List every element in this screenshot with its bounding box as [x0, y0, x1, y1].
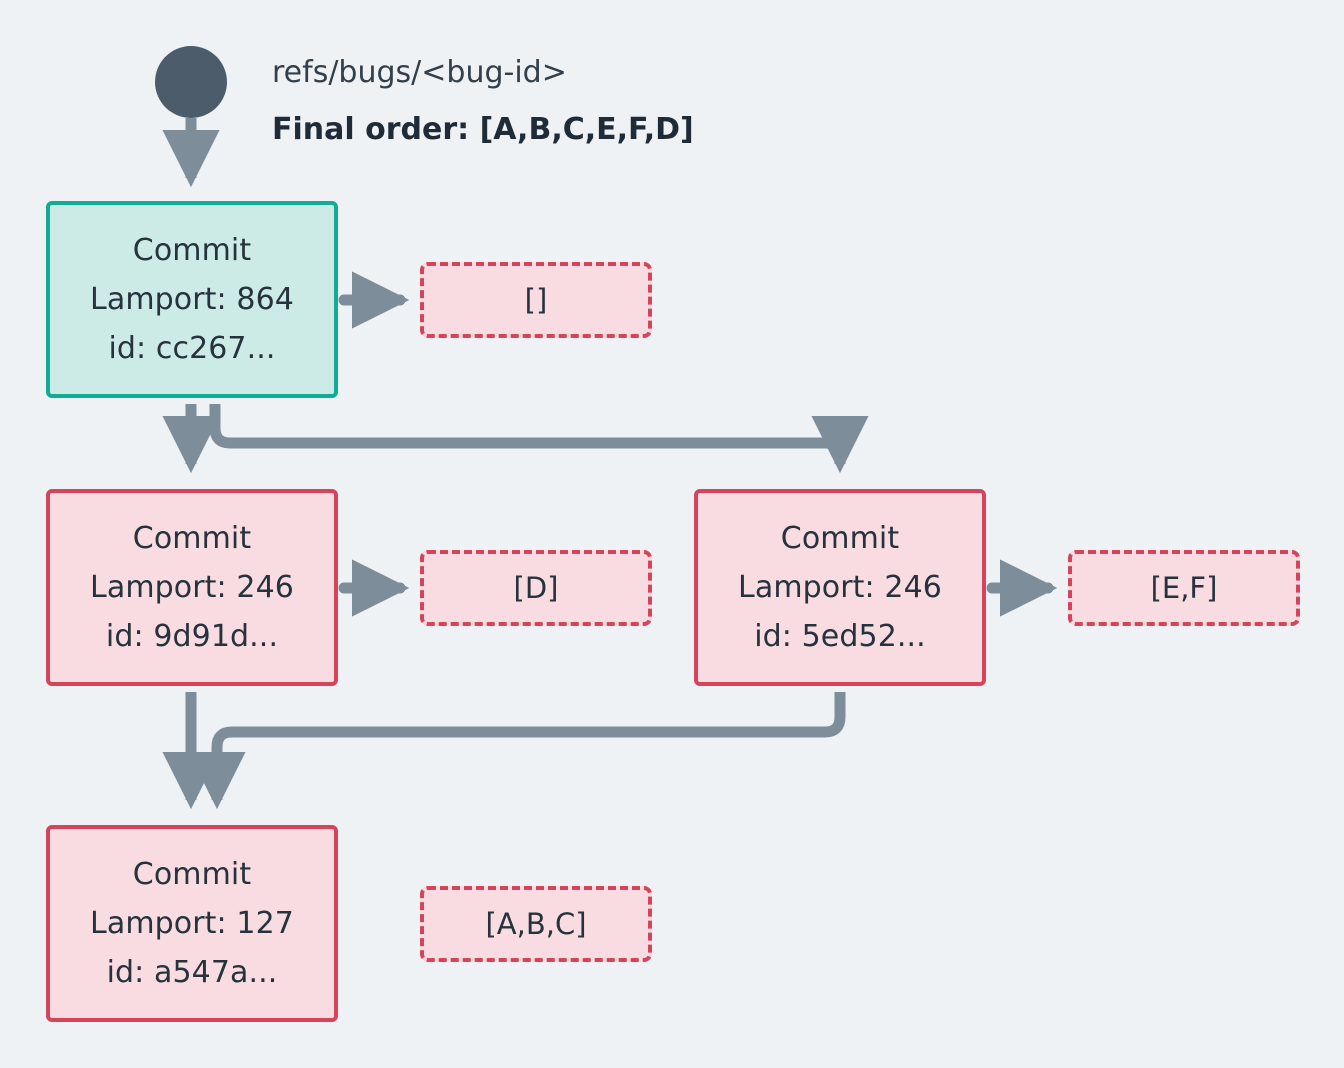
- ops-label: [A,B,C]: [485, 907, 587, 941]
- commit-title: Commit: [132, 521, 252, 556]
- ops-label: [D]: [513, 571, 559, 605]
- commit-hash: id: 9d91d...: [105, 619, 279, 654]
- edge-rightmid-to-bottom: [188, 692, 846, 810]
- ops-node-cc267[interactable]: []: [420, 262, 652, 338]
- commit-title: Commit: [132, 233, 252, 268]
- commit-node-5ed52[interactable]: Commit Lamport: 246 id: 5ed52...: [694, 489, 986, 686]
- commit-hash: id: a547a...: [106, 955, 278, 990]
- commit-lamport: Lamport: 127: [90, 906, 294, 941]
- commit-lamport: Lamport: 864: [90, 282, 294, 317]
- ref-name-label: refs/bugs/<bug-id>: [272, 55, 567, 90]
- ops-node-5ed52[interactable]: [E,F]: [1068, 550, 1300, 626]
- commit-lamport: Lamport: 246: [90, 570, 294, 605]
- ops-label: [E,F]: [1150, 571, 1218, 605]
- edge-head-to-rightmid: [209, 404, 869, 474]
- commit-lamport: Lamport: 246: [738, 570, 942, 605]
- commit-hash: id: 5ed52...: [754, 619, 926, 654]
- root-ref-dot: [155, 46, 227, 118]
- final-order-label: Final order: [A,B,C,E,F,D]: [272, 112, 694, 147]
- commit-title: Commit: [132, 857, 252, 892]
- commit-node-9d91d[interactable]: Commit Lamport: 246 id: 9d91d...: [46, 489, 338, 686]
- ops-node-9d91d[interactable]: [D]: [420, 550, 652, 626]
- commit-node-cc267[interactable]: Commit Lamport: 864 id: cc267...: [46, 201, 338, 398]
- commit-hash: id: cc267...: [108, 331, 276, 366]
- ops-label: []: [524, 283, 548, 317]
- ops-node-a547a[interactable]: [A,B,C]: [420, 886, 652, 962]
- commit-title: Commit: [780, 521, 900, 556]
- commit-node-a547a[interactable]: Commit Lamport: 127 id: a547a...: [46, 825, 338, 1022]
